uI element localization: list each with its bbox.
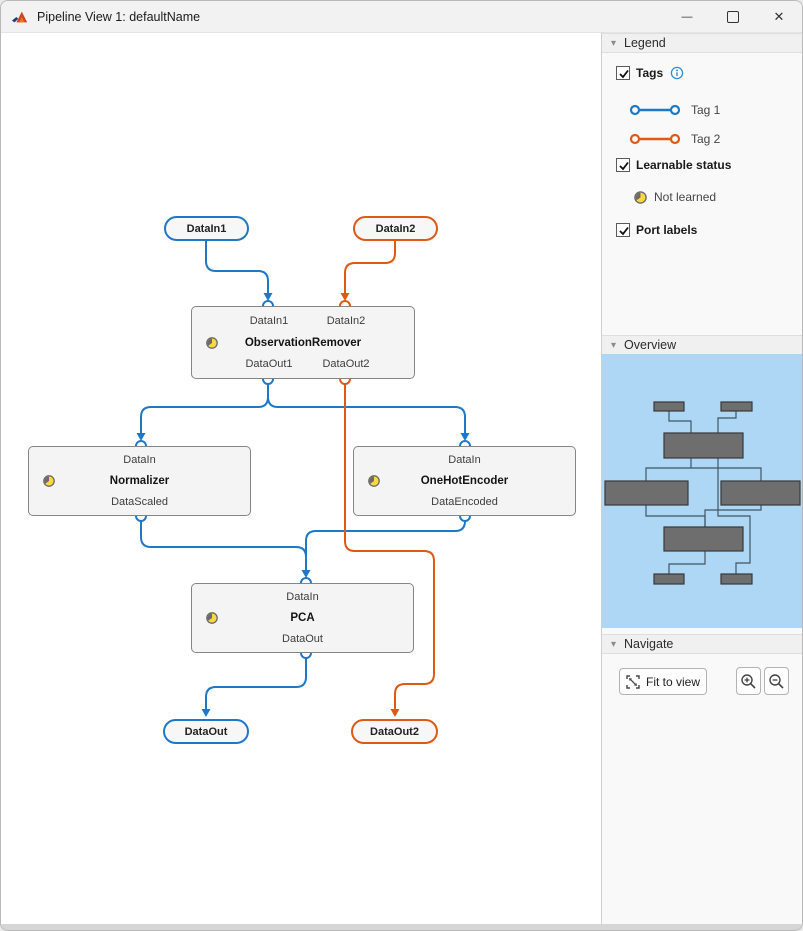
node-dataout2[interactable]: DataOut2 (351, 719, 438, 744)
pipeline-canvas[interactable]: DataIn1 DataIn2 DataIn1 DataIn2 Observat… (1, 33, 601, 926)
port-label: DataIn1 (249, 315, 289, 327)
tag1-swatch-icon (629, 104, 681, 116)
edge-dataout2-to-dataout2[interactable] (344, 383, 435, 710)
minimap-graph (604, 401, 801, 585)
collapse-arrow-icon: ▾ (611, 339, 617, 351)
fit-to-view-icon (626, 674, 640, 689)
not-learned-icon (634, 190, 647, 204)
not-learned-icon (206, 336, 218, 349)
sidebar: ▾ Legend Tags Tag 1 (601, 33, 802, 926)
edge-datascaled-to-pca[interactable] (140, 520, 307, 571)
edge-datain2-to-observationremover[interactable] (344, 240, 396, 294)
tags-label: Tags (636, 66, 664, 80)
port-label: DataIn2 (326, 315, 366, 327)
overview-minimap[interactable] (602, 354, 802, 628)
tag2-swatch-icon (629, 133, 681, 145)
zoom-in-icon (741, 673, 756, 689)
matlab-logo-icon (11, 11, 28, 22)
navigate-header-label: Navigate (624, 637, 674, 651)
zoom-in-button[interactable] (736, 667, 761, 695)
collapse-arrow-icon: ▾ (611, 37, 617, 49)
port-label: DataOut1 (245, 358, 293, 370)
edge-datain1-to-observationremover[interactable] (205, 240, 269, 294)
node-datain1[interactable]: DataIn1 (164, 216, 249, 241)
port-label: DataScaled (111, 496, 168, 508)
port-labels-label: Port labels (636, 223, 698, 237)
collapse-arrow-icon: ▾ (611, 638, 617, 650)
minimize-icon: — (681, 11, 693, 23)
port-label: DataIn (123, 454, 156, 466)
tags-checkbox[interactable] (616, 66, 630, 80)
edge-dataout1-to-normalizer[interactable] (140, 383, 269, 434)
navigate-section-header[interactable]: ▾ Navigate (602, 634, 802, 654)
block-name: ObservationRemover (244, 336, 362, 349)
learnable-status-checkbox[interactable] (616, 158, 630, 172)
close-icon: ✕ (773, 9, 785, 24)
port-label: DataOut (282, 633, 323, 645)
titlebar[interactable]: Pipeline View 1: defaultName — ✕ (1, 1, 802, 33)
maximize-icon (727, 11, 739, 23)
not-learned-icon (43, 475, 55, 487)
zoom-out-icon (769, 673, 784, 689)
block-observationremover[interactable]: DataIn1 DataIn2 ObservationRemover DataO… (191, 306, 415, 379)
block-name: PCA (290, 612, 315, 624)
block-normalizer[interactable]: DataIn Normalizer DataScaled (28, 446, 251, 516)
edge-dataencoded-to-pca[interactable] (305, 520, 466, 556)
tags-checkbox-row: Tags (616, 66, 684, 80)
learnable-status-label: Learnable status (636, 158, 732, 172)
legend-header-label: Legend (624, 36, 666, 50)
block-name: Normalizer (109, 475, 170, 487)
not-learned-icon (206, 612, 218, 624)
port-labels-checkbox-row: Port labels (616, 223, 697, 237)
overview-header-label: Overview (624, 338, 677, 352)
close-button[interactable]: ✕ (756, 1, 802, 33)
learnable-checkbox-row: Learnable status (616, 158, 731, 172)
tag1-legend-row: Tag 1 (629, 97, 720, 123)
block-onehotencoder[interactable]: DataIn OneHotEncoder DataEncoded (353, 446, 576, 516)
window-title: Pipeline View 1: defaultName (37, 9, 201, 24)
node-datain2[interactable]: DataIn2 (353, 216, 438, 241)
tag1-label: Tag 1 (691, 103, 721, 117)
arrowheads (136, 293, 470, 717)
port-label: DataIn (448, 454, 481, 466)
tag2-legend-row: Tag 2 (629, 126, 720, 152)
node-dataout[interactable]: DataOut (163, 719, 249, 744)
zoom-out-button[interactable] (764, 667, 789, 695)
fit-to-view-button[interactable]: Fit to view (619, 668, 707, 695)
checkmark-icon (619, 69, 629, 79)
fit-to-view-label: Fit to view (645, 674, 700, 689)
minimize-button[interactable]: — (664, 1, 710, 33)
overview-section-header[interactable]: ▾ Overview (602, 335, 802, 355)
block-pca[interactable]: DataIn PCA DataOut (191, 583, 414, 653)
checkmark-icon (619, 226, 629, 236)
not-learned-label: Not learned (654, 190, 717, 204)
maximize-button[interactable] (710, 1, 756, 33)
port-labels-checkbox[interactable] (616, 223, 630, 237)
block-name: OneHotEncoder (420, 475, 509, 487)
not-learned-row: Not learned (633, 188, 716, 206)
info-icon[interactable] (670, 66, 684, 80)
tag2-label: Tag 2 (691, 132, 721, 146)
edge-pcaout-to-dataout[interactable] (205, 657, 307, 710)
port-label: DataOut2 (322, 358, 370, 370)
edge-dataout1-to-onehotencoder[interactable] (267, 383, 466, 434)
port-label: DataEncoded (431, 496, 498, 508)
legend-section-header[interactable]: ▾ Legend (602, 33, 802, 53)
port-label: DataIn (286, 591, 319, 603)
checkmark-icon (619, 161, 629, 171)
window-bottom-edge (1, 924, 802, 930)
not-learned-icon (368, 475, 380, 487)
